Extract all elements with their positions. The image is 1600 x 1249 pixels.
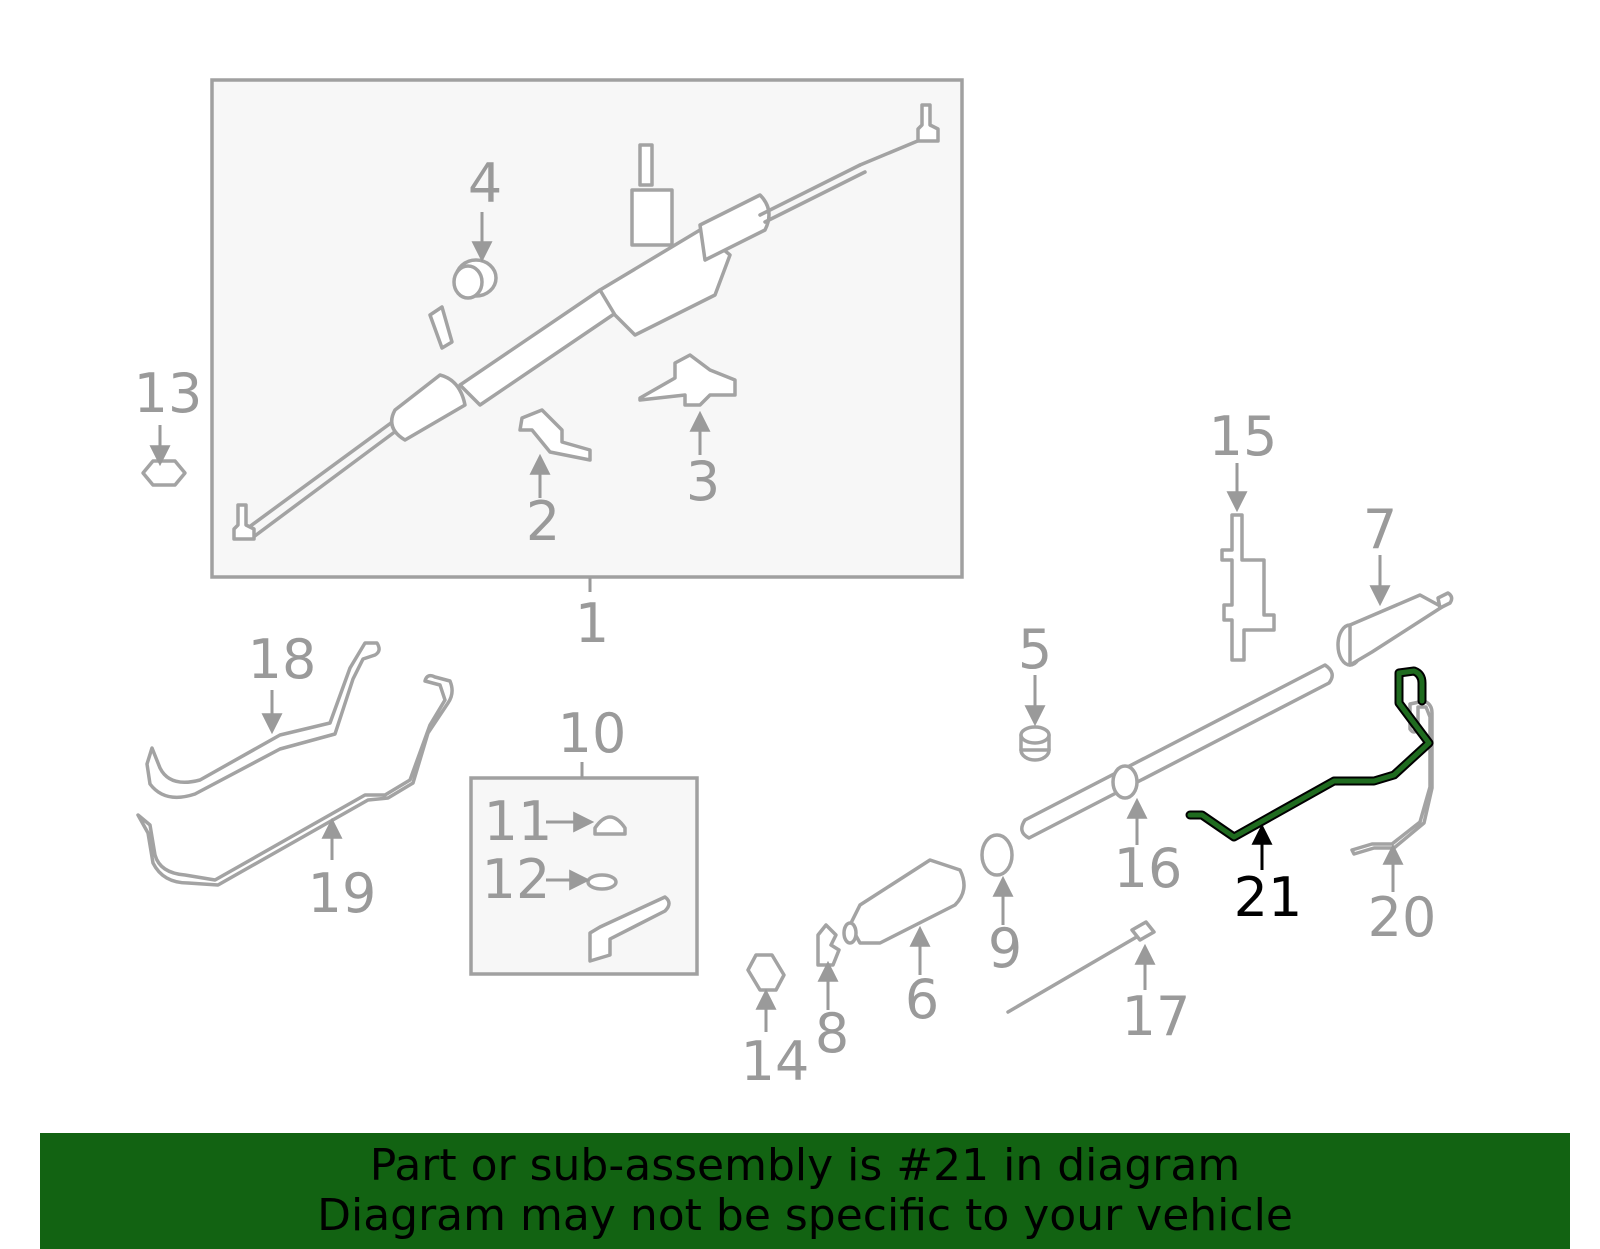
callout-16: 16: [1114, 837, 1183, 900]
callout-14: 14: [741, 1030, 810, 1093]
callout-19: 19: [308, 862, 377, 925]
callout-18: 18: [248, 628, 317, 691]
callout-21: 21: [1234, 866, 1303, 929]
part-17-tie-rod: [1006, 920, 1156, 1014]
callout-8: 8: [815, 1002, 849, 1065]
callout-17: 17: [1122, 985, 1191, 1048]
callout-5: 5: [1018, 618, 1052, 681]
part-8-clip: [816, 923, 841, 967]
tie-rod-end: [588, 895, 671, 963]
part-3-bracket: [638, 353, 737, 407]
part-11-cap: [593, 815, 627, 836]
part-12-ring: [586, 873, 618, 891]
callout-3: 3: [686, 450, 720, 513]
part-21-line: [1185, 666, 1434, 842]
steering-rack-assembly: [232, 103, 940, 541]
part-14-nut: [746, 953, 786, 992]
callout-15: 15: [1209, 405, 1278, 468]
part-19-line: [136, 673, 454, 887]
part-15-valve: [1220, 513, 1276, 662]
banner-line-1: Part or sub-assembly is #21 in diagram: [369, 1140, 1241, 1191]
callout-6: 6: [905, 968, 939, 1031]
callout-9: 9: [988, 917, 1022, 980]
callout-12: 12: [482, 848, 551, 911]
part-18-line: [145, 641, 381, 800]
part-6-boot: [842, 858, 966, 945]
callout-10: 10: [558, 702, 627, 765]
callout-11: 11: [484, 790, 553, 853]
banner-line-2: Diagram may not be specific to your vehi…: [317, 1190, 1293, 1241]
callout-13: 13: [134, 362, 203, 425]
part-16-rack: [1020, 663, 1334, 840]
callout-20: 20: [1368, 886, 1437, 949]
callout-1: 1: [575, 592, 609, 655]
part-13-nut: [141, 459, 187, 487]
part-5-bushing: [1019, 725, 1051, 762]
callout-4: 4: [468, 152, 502, 215]
part-9-seal: [980, 833, 1014, 877]
info-banner: Part or sub-assembly is #21 in diagram D…: [40, 1133, 1570, 1249]
callout-7: 7: [1363, 498, 1397, 561]
part-20-line: [1350, 699, 1434, 856]
part-2-bracket: [518, 408, 592, 462]
part-7-boot: [1336, 591, 1454, 667]
callout-2: 2: [526, 490, 560, 553]
